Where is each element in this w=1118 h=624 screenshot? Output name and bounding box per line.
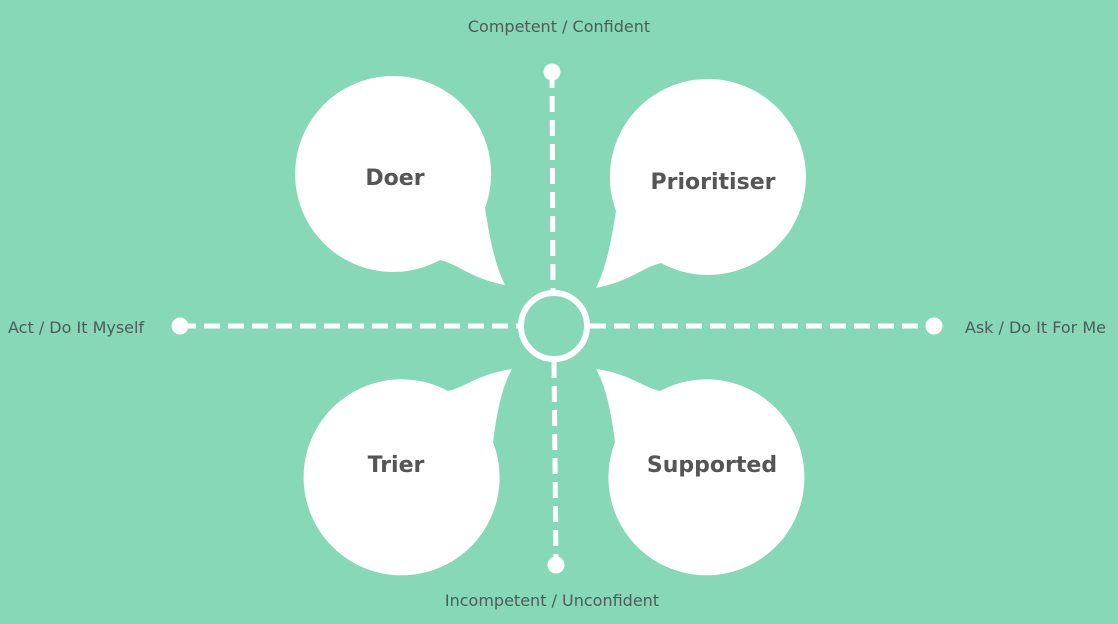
bubble-doer (295, 75, 505, 286)
axis-label-right: Ask / Do It For Me (964, 318, 1106, 337)
endpoint-top-dot (543, 63, 561, 81)
bubble-trier (303, 369, 512, 576)
axes (180, 71, 934, 566)
bubble-supported (596, 369, 805, 576)
axis-label-bottom: Incompetent / Unconfident (444, 591, 660, 610)
endpoint-bottom-dot (547, 556, 565, 574)
vertical-axis-top (549, 71, 556, 291)
axis-label-left: Act / Do It Myself (8, 318, 145, 337)
speech-bubbles (295, 75, 806, 576)
endpoint-left-dot (171, 317, 189, 335)
endpoint-right-dot (925, 317, 943, 335)
axis-endpoints (171, 63, 943, 574)
bubble-prioritiser (596, 78, 806, 288)
axis-label-top: Competent / Confident (467, 17, 651, 36)
vertical-axis-bottom (551, 361, 559, 566)
quadrant-label-trier: Trier (367, 453, 425, 478)
quadrant-label-supported: Supported (646, 453, 778, 478)
quadrant-label-doer: Doer (365, 166, 425, 191)
center-ring (518, 290, 590, 362)
quadrant-label-prioritiser: Prioritiser (650, 170, 776, 195)
